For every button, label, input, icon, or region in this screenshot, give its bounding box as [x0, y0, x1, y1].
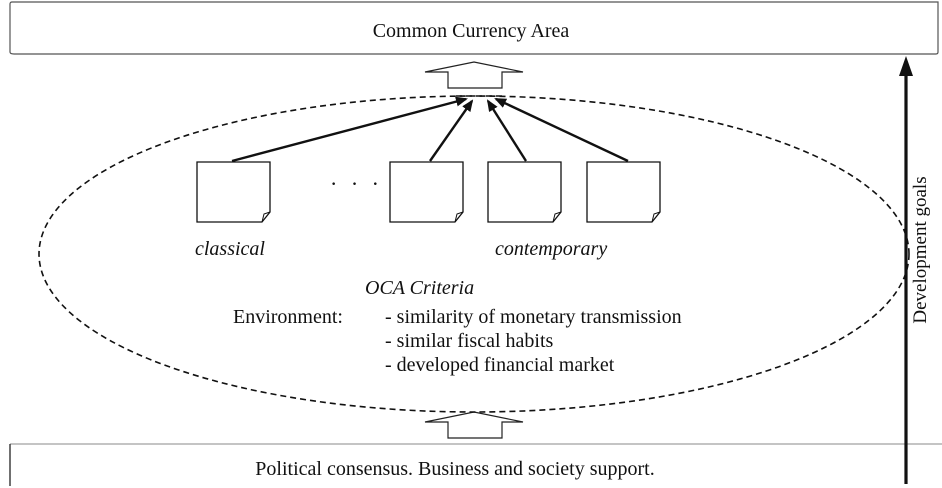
political-consensus-label: Political consensus. Business and societ…: [255, 458, 655, 480]
environment-label: Environment:: [233, 306, 343, 328]
common-currency-area-box: [9, 1, 939, 55]
classical-label: classical: [195, 238, 265, 260]
common-currency-area-label: Common Currency Area: [372, 20, 570, 42]
environment-item: - developed financial market: [385, 354, 615, 376]
arrow-contemporary-2-to-top: [486, 99, 528, 162]
oca-dashed-ellipse: [38, 95, 910, 413]
contemporary-label: contemporary: [495, 238, 608, 260]
criteria-ellipsis: · · ·: [330, 171, 383, 196]
arrow-contemporary-3-to-top: [494, 97, 629, 163]
environment-item: - similar fiscal habits: [385, 330, 554, 352]
hollow-up-arrow-top: [424, 61, 524, 89]
criterion-document-classical: [196, 161, 271, 223]
oca-criteria-title: OCA Criteria: [365, 277, 475, 299]
criterion-document-contemporary-3: [586, 161, 661, 223]
arrow-classical-to-top: [231, 96, 468, 163]
criterion-document-contemporary-1: [389, 161, 464, 223]
hollow-up-arrow-bottom: [424, 411, 524, 439]
arrow-contemporary-1-to-top: [429, 99, 474, 162]
development-goals-label: Development goals: [910, 176, 931, 324]
criterion-document-contemporary-2: [487, 161, 562, 223]
environment-item: - similarity of monetary transmission: [385, 306, 682, 328]
development-goals-arrowhead: [899, 56, 913, 76]
